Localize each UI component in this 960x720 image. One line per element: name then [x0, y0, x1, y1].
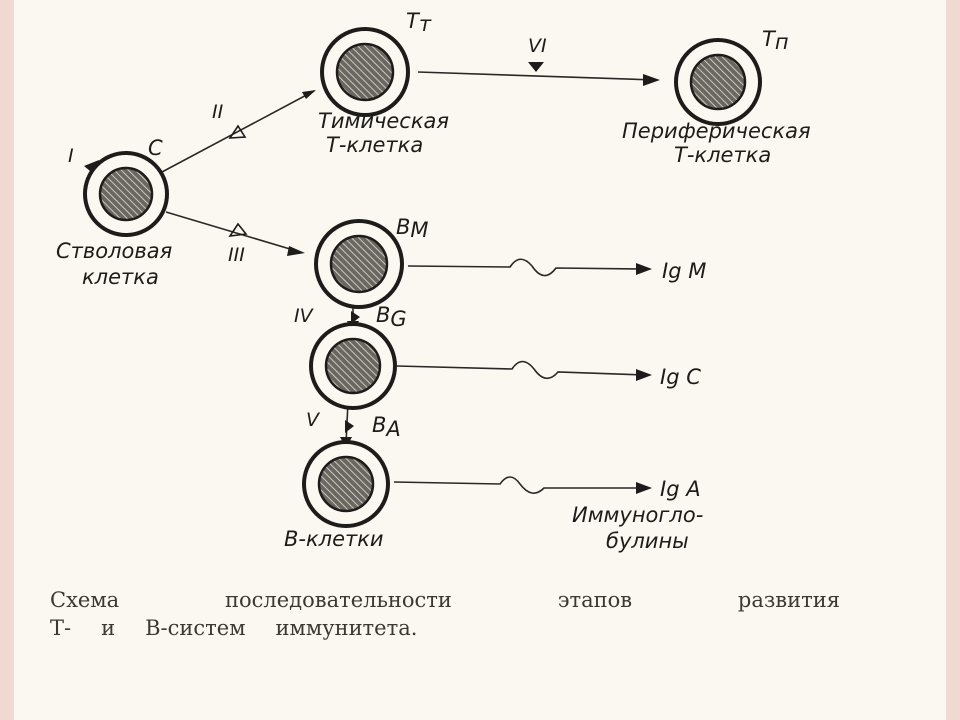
stem-cell-tag: C — [148, 136, 163, 160]
connections — [161, 71, 656, 494]
thymic-cell-name-line1: Тимическая — [318, 109, 449, 133]
caption-word: Схема — [50, 588, 120, 612]
arrowhead-iga — [636, 482, 652, 494]
cell-bm — [314, 219, 404, 309]
output-iga: Ig A — [660, 477, 701, 501]
stage-label-iv: IV — [294, 305, 315, 327]
immunoglobulins-line1: Иммуногло- — [572, 503, 703, 527]
cell-thymic — [320, 27, 410, 117]
stage-label-i: I — [68, 145, 74, 167]
peripheral-cell-name-line1: Периферическая — [622, 119, 811, 143]
caption-word: и — [101, 616, 116, 640]
arrowhead-bm — [287, 246, 305, 256]
stage-marker-iv — [351, 311, 360, 324]
iga-wavy-line — [393, 476, 645, 494]
caption-word: последовательности — [225, 588, 452, 612]
caption-word: развития — [737, 588, 840, 612]
cell-stem — [83, 151, 169, 237]
thymic-to-peripheral-line — [417, 71, 656, 81]
b-cells-label: В-клетки — [284, 527, 384, 551]
peripheral-cell-name-line2: Т-клетка — [674, 143, 771, 167]
arrowhead-thymic — [302, 90, 316, 99]
stage-label-ii: II — [212, 101, 224, 123]
thymic-cell-name-line2: Т-клетка — [326, 133, 423, 157]
bm-cell-tag: ВМ — [396, 215, 429, 242]
bg-cell-tag: ВG — [376, 303, 407, 331]
output-igm: Ig M — [662, 259, 706, 283]
caption-word: иммунитета. — [275, 616, 418, 640]
igg-wavy-line — [396, 360, 646, 380]
cell-bg — [309, 322, 397, 410]
stage-marker-v — [345, 420, 354, 433]
arrowhead-igm — [636, 263, 652, 275]
stem-to-thymic-line — [161, 90, 315, 173]
stage-marker-ii — [228, 124, 247, 139]
cell-peripheral — [674, 38, 762, 126]
stem-cell-name-line1: Стволовая — [56, 239, 172, 263]
immunoglobulins-line2: булины — [606, 529, 689, 553]
caption-word: В-систем — [145, 616, 246, 640]
arrowhead-igg — [636, 369, 652, 381]
right-edge-strip — [946, 0, 960, 720]
arrowhead-peripheral — [643, 74, 660, 86]
stage-marker-iii — [228, 222, 248, 238]
peripheral-cell-tag: Тп — [762, 27, 789, 54]
arrowheads — [287, 74, 660, 494]
stage-label-iii: III — [228, 244, 245, 266]
stem-cell-name-line2: клетка — [82, 265, 159, 289]
caption-word: Т- — [50, 616, 72, 640]
caption-line-1: Схема последовательности этапов развития — [50, 586, 840, 614]
figure-caption: Схема последовательности этапов развития… — [50, 586, 840, 642]
output-igg: Ig C — [660, 365, 701, 389]
stage-label-vi: VI — [528, 35, 547, 57]
caption-word: этапов — [557, 588, 633, 612]
thymic-cell-tag: Тт — [406, 9, 432, 36]
stage-marker-vi — [528, 62, 544, 72]
caption-line-2: Т- и В-систем иммунитета. — [50, 614, 840, 642]
stage-label-v: V — [306, 409, 321, 431]
left-edge-strip — [0, 0, 14, 720]
ba-cell-tag: ВА — [372, 413, 401, 441]
cell-ba — [302, 440, 390, 528]
igm-wavy-line — [407, 258, 646, 277]
